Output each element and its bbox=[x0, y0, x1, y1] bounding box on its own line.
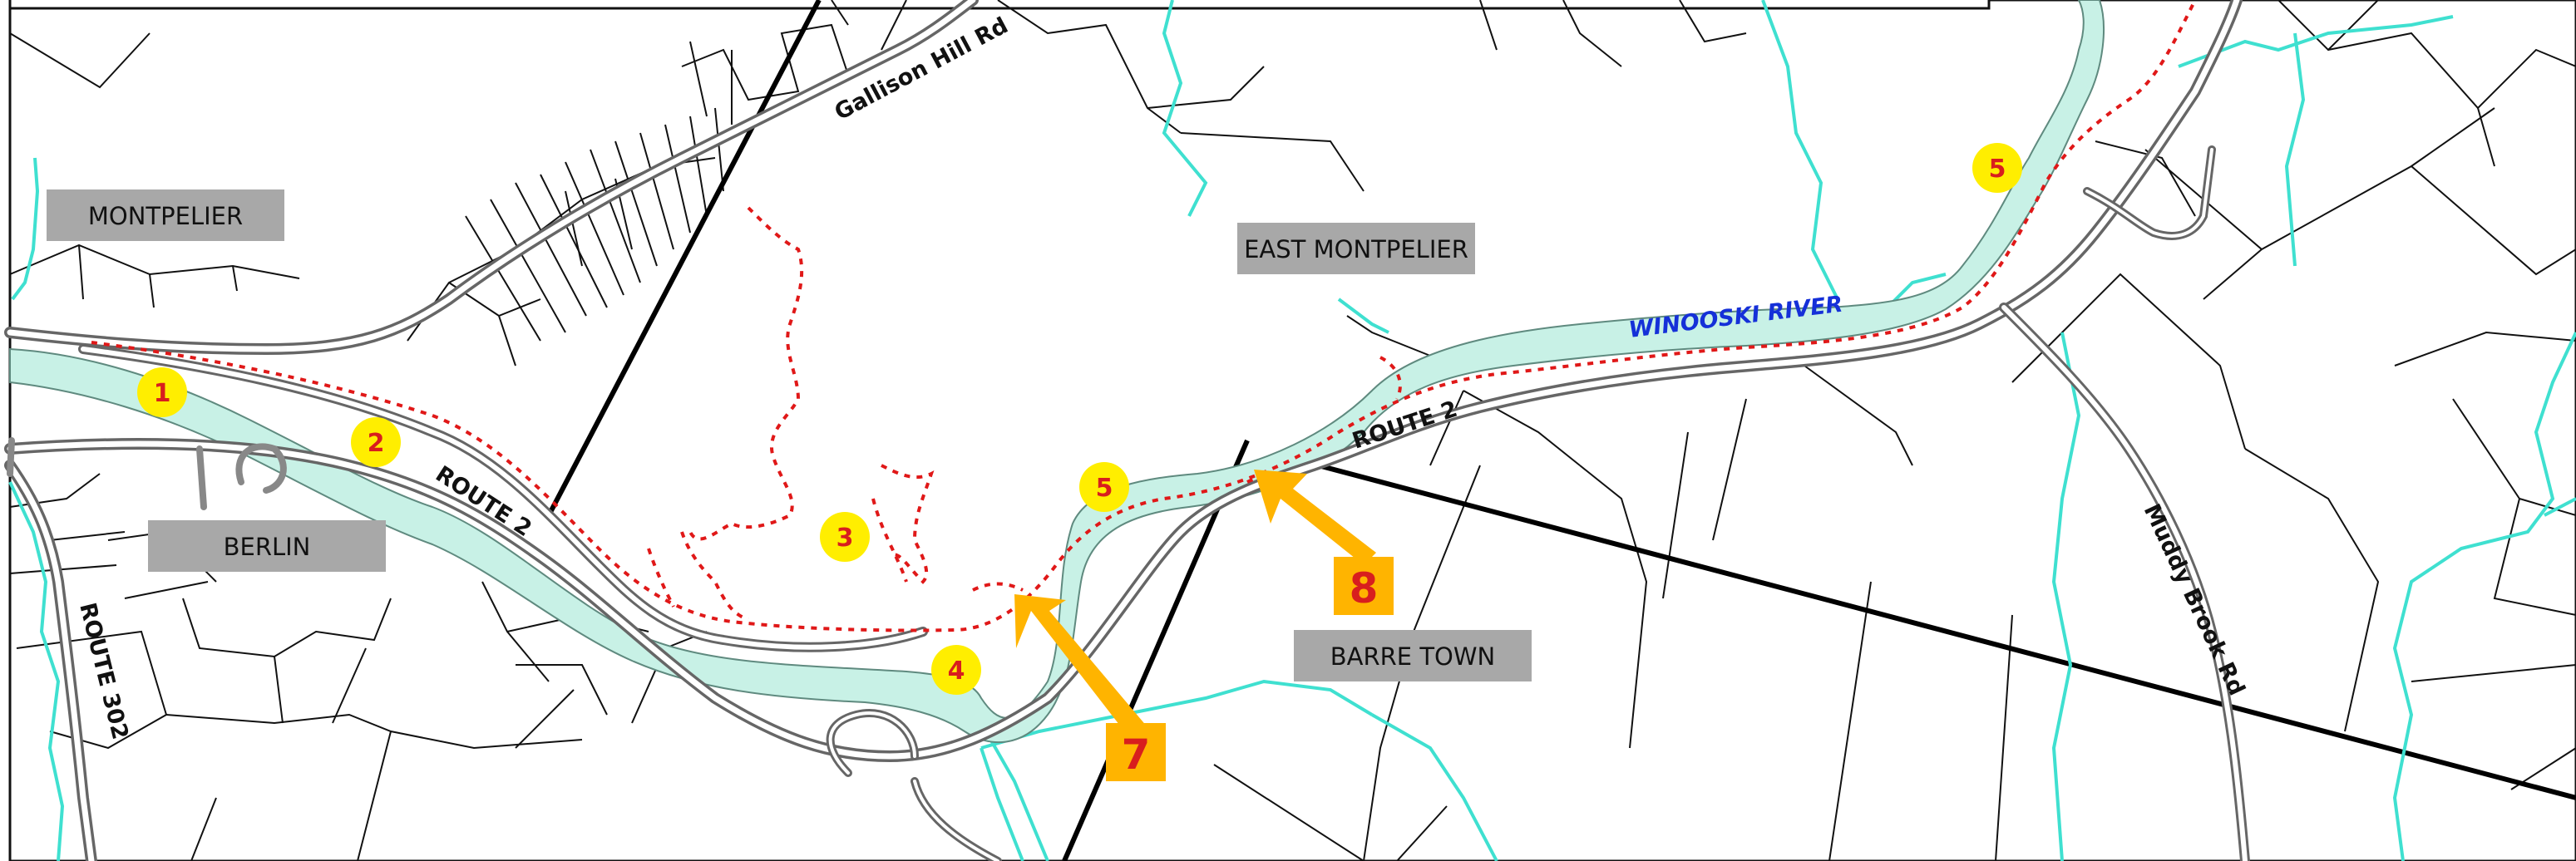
arrow-7-label: 7 bbox=[1122, 731, 1151, 779]
lot-hatching bbox=[465, 107, 724, 342]
arrow-7-box bbox=[1106, 723, 1166, 781]
arrow-8: 8 bbox=[1254, 470, 1394, 615]
svg-text:2: 2 bbox=[368, 429, 385, 458]
svg-text:4: 4 bbox=[948, 657, 965, 686]
place-berlin-text: BERLIN bbox=[224, 533, 311, 561]
place-east-montpelier: EAST MONTPELIER bbox=[1237, 223, 1475, 274]
svg-text:3: 3 bbox=[836, 524, 854, 553]
svg-text:5: 5 bbox=[1989, 155, 2006, 184]
place-east-montpelier-text: EAST MONTPELIER bbox=[1244, 235, 1468, 263]
marker-3: 3 bbox=[820, 512, 870, 562]
place-montpelier-text: MONTPELIER bbox=[88, 202, 243, 230]
streams bbox=[8, 0, 2576, 861]
svg-text:5: 5 bbox=[1096, 474, 1113, 503]
arrow-8-label: 8 bbox=[1350, 564, 1379, 613]
place-barre-town: BARRE TOWN bbox=[1294, 630, 1532, 681]
arrow-8-box bbox=[1334, 557, 1394, 615]
marker-2: 2 bbox=[351, 417, 401, 467]
svg-text:1: 1 bbox=[154, 379, 171, 408]
place-montpelier: MONTPELIER bbox=[47, 189, 284, 241]
place-barre-town-text: BARRE TOWN bbox=[1330, 642, 1495, 671]
roads bbox=[4, 0, 2250, 861]
marker-5-west: 5 bbox=[1079, 462, 1129, 512]
place-berlin: BERLIN bbox=[148, 520, 386, 572]
parcel-lines bbox=[9, 0, 2576, 861]
caption-box bbox=[8, 0, 1991, 10]
arrow-7: 7 bbox=[1014, 594, 1166, 781]
marker-4: 4 bbox=[931, 645, 981, 695]
marker-1: 1 bbox=[137, 367, 187, 417]
marker-5-east: 5 bbox=[1972, 143, 2022, 193]
